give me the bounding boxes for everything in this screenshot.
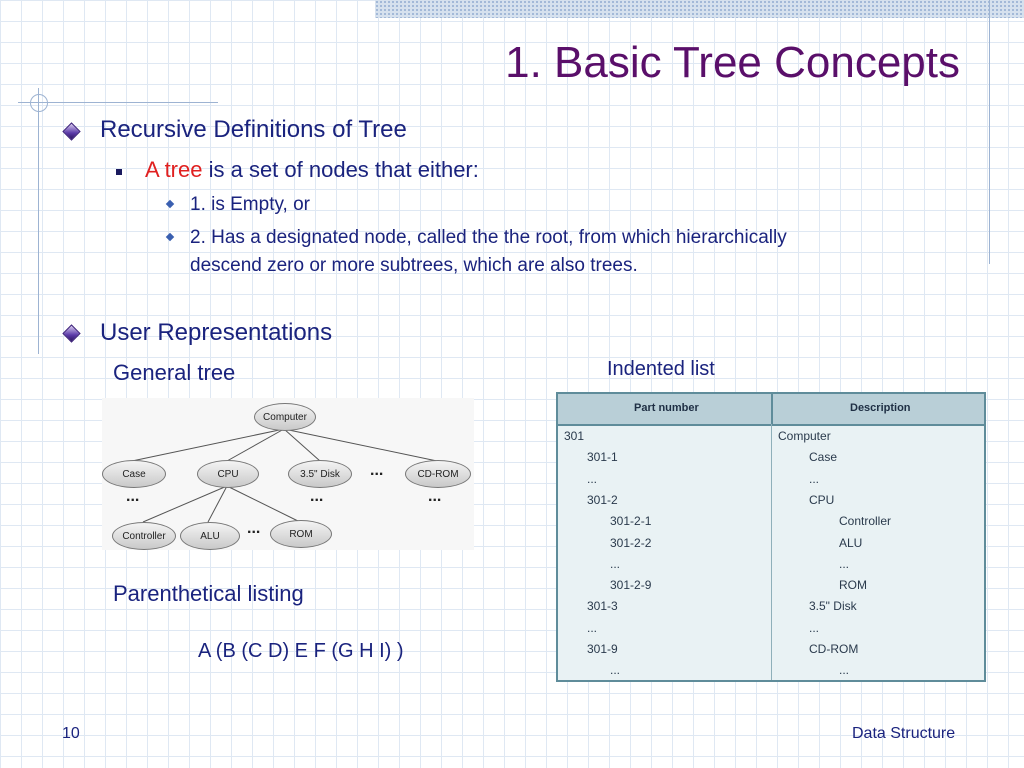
page-number: 10 bbox=[62, 725, 80, 742]
tree-node-root: Computer bbox=[254, 403, 316, 431]
table-cell-part-number: 301-3 bbox=[587, 599, 618, 614]
tree-definition-text: is a set of nodes that either: bbox=[202, 157, 479, 182]
table-cell-part-number: 301 bbox=[564, 429, 585, 443]
tree-node-alu: ALU bbox=[180, 522, 240, 550]
table-cell-part-number: 301-9 bbox=[587, 642, 618, 656]
table-cell-part-number: 301-2 bbox=[587, 492, 618, 507]
parenthetical-expression: A (B (C D) E F (G H I) ) bbox=[198, 640, 404, 662]
top-pattern-bar bbox=[375, 0, 1024, 18]
bullet-diamond-icon bbox=[62, 324, 81, 343]
footer-course-title: Data Structure bbox=[852, 725, 956, 742]
left-rule bbox=[38, 88, 39, 354]
header-separator bbox=[771, 394, 773, 424]
table-cell-part-number: ... bbox=[587, 471, 598, 486]
table-cell-part-number: ... bbox=[610, 556, 621, 571]
tree-ellipsis: ... bbox=[126, 488, 140, 505]
bullet-square-icon bbox=[116, 169, 122, 175]
table-cell-description: ... bbox=[809, 620, 820, 635]
bullet-user-representations: User Representations bbox=[100, 319, 333, 346]
table-cell-description: 3.5" Disk bbox=[809, 599, 857, 614]
indented-list-table: Part number Description 301 Computer 301-1… bbox=[556, 392, 986, 682]
table-cell-description: Controller bbox=[839, 514, 892, 529]
bullet-designated-node-line2: descend zero or more subtrees, which are… bbox=[190, 255, 638, 276]
table-cell-part-number: 301-2-2 bbox=[610, 535, 652, 550]
table-cell-description: CPU bbox=[809, 492, 835, 507]
table-cell-description: Case bbox=[809, 450, 838, 465]
tree-node-cdrom: CD-ROM bbox=[405, 460, 471, 488]
table-cell-description: CD-ROM bbox=[809, 642, 859, 656]
slide-title: 1. Basic Tree Concepts bbox=[505, 38, 960, 87]
tree-ellipsis: ... bbox=[247, 520, 261, 537]
table-cell-description: ... bbox=[839, 663, 850, 678]
tree-ellipsis: ... bbox=[428, 488, 442, 505]
right-rule bbox=[989, 0, 990, 264]
column-separator bbox=[771, 424, 772, 680]
table-header: Part number Description bbox=[558, 394, 984, 426]
tree-term: A tree bbox=[145, 157, 203, 182]
table-cell-part-number: ... bbox=[610, 663, 621, 678]
tree-ellipsis: ... bbox=[370, 462, 384, 479]
table-cell-part-number: 301-2-9 bbox=[610, 578, 652, 593]
bullet-tree-definition: A tree is a set of nodes that either: bbox=[145, 157, 479, 183]
bullet-designated-node: 2. Has a designated node, called the the… bbox=[190, 224, 950, 280]
tree-node-rom: ROM bbox=[270, 520, 332, 548]
tree-edges bbox=[131, 428, 438, 523]
tree-node-controller: Controller bbox=[112, 522, 176, 550]
table-cell-description: Computer bbox=[778, 429, 831, 443]
label-parenthetical-listing: Parenthetical listing bbox=[113, 581, 304, 606]
table-cell-description: ... bbox=[809, 471, 820, 486]
title-rule bbox=[18, 102, 218, 103]
bullet-designated-node-line1: 2. Has a designated node, called the the… bbox=[190, 227, 787, 248]
tree-ellipsis: ... bbox=[310, 488, 324, 505]
table-cell-part-number: 301-1 bbox=[587, 450, 618, 465]
bullet-empty: 1. is Empty, or bbox=[190, 194, 311, 215]
bullet-diamond-icon bbox=[62, 122, 81, 141]
table-cell-part-number: ... bbox=[587, 620, 598, 635]
tree-node-cpu: CPU bbox=[197, 460, 259, 488]
table-cell-part-number: 301-2-1 bbox=[610, 514, 652, 529]
bullet-small-diamond-icon bbox=[165, 232, 175, 242]
table-cell-description: ALU bbox=[839, 535, 863, 550]
label-indented-list: Indented list bbox=[607, 358, 715, 380]
label-general-tree: General tree bbox=[113, 360, 236, 385]
bullet-small-diamond-icon bbox=[165, 199, 175, 209]
tree-node-case: Case bbox=[102, 460, 166, 488]
table-cell-description: ROM bbox=[839, 578, 867, 593]
rule-circle bbox=[30, 94, 48, 112]
header-part-number: Part number bbox=[634, 402, 699, 414]
bullet-recursive-definitions: Recursive Definitions of Tree bbox=[100, 116, 407, 143]
header-description: Description bbox=[850, 402, 911, 414]
general-tree-diagram: Computer Case CPU 3.5" Disk CD-ROM Contr… bbox=[102, 398, 474, 550]
tree-node-disk: 3.5" Disk bbox=[288, 460, 352, 488]
table-cell-description: ... bbox=[839, 556, 850, 571]
